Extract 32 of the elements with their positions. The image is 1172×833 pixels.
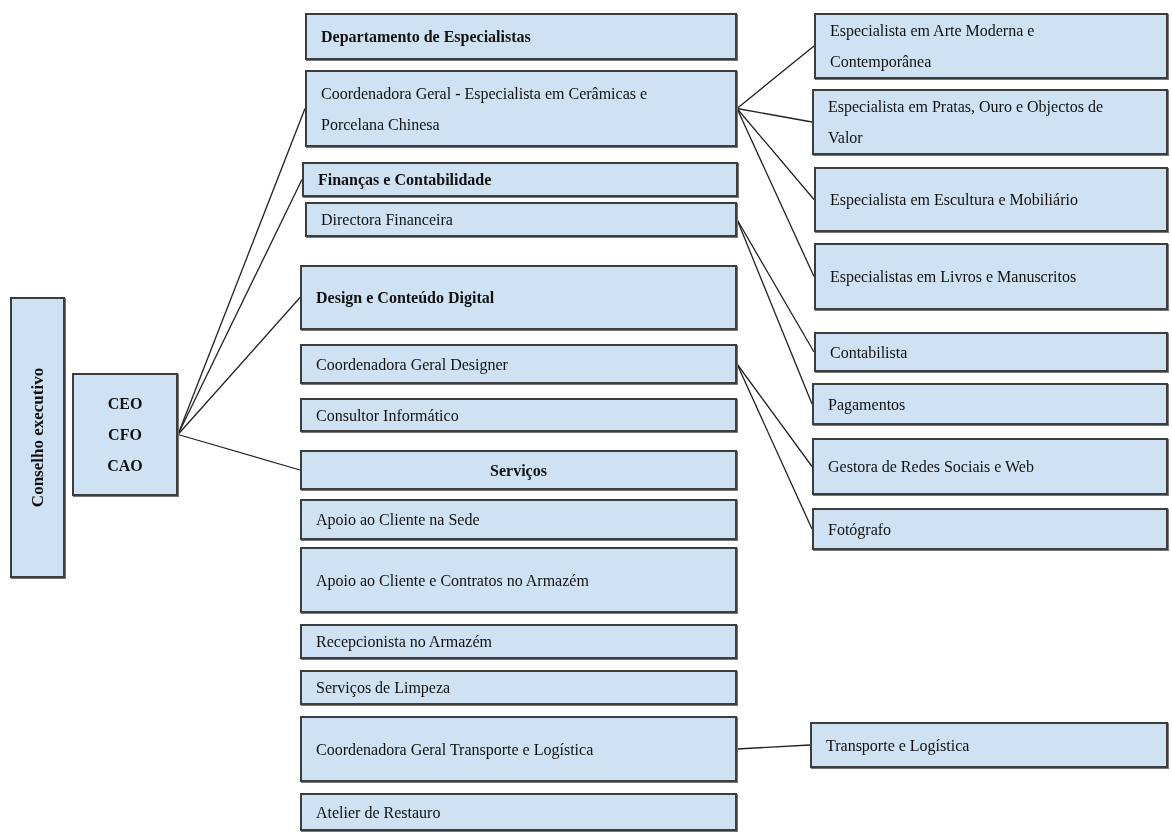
role-box: Transporte e Logística [810,722,1168,768]
role-box: Coordenadora Geral Designer [300,344,737,384]
connector-line [736,363,813,468]
role-box: Fotógrafo [812,508,1168,550]
role-box: Especialista em Escultura e Mobiliário [814,167,1168,232]
role-box: Apoio ao Cliente e Contratos no Armazém [300,547,737,613]
heading-box: Conselho executivo [10,297,65,578]
role-box: Especialista em Pratas, Ouro e Objectos de Valor [812,89,1168,155]
connector-line [177,433,301,471]
role-box: Pagamentos [812,383,1168,425]
role-box: Gestora de Redes Sociais e Web [812,438,1168,495]
heading-box: Serviços [300,450,737,490]
connector-line [736,744,811,750]
role-box: Atelier de Restauro [300,793,737,831]
role-box: Apoio ao Cliente na Sede [300,499,737,540]
role-box: Consultor Informático [300,398,737,432]
role-box: Recepcionista no Armazém [300,624,737,659]
role-box: Coordenadora Geral - Especialista em Cerâmicas e Porcelana Chinesa [305,70,737,147]
role-box: Especialista em Arte Moderna e Contemporânea [814,13,1168,79]
heading-box: Departamento de Especialistas [305,13,737,60]
role-box: Coordenadora Geral Transporte e Logística [300,716,737,782]
role-box: Directora Financeira [305,202,737,237]
connector-line [736,107,813,123]
role-box: Especialistas em Livros e Manuscritos [814,243,1168,310]
role-box: Contabilista [814,332,1168,372]
heading-box: CEO CFO CAO [72,373,178,496]
connector-line [736,107,815,201]
connector-line [736,45,815,110]
heading-box: Design e Conteúdo Digital [300,265,737,330]
heading-box: Finanças e Contabilidade [302,162,738,197]
connector-line [177,296,301,436]
role-box: Serviços de Limpeza [300,670,737,705]
